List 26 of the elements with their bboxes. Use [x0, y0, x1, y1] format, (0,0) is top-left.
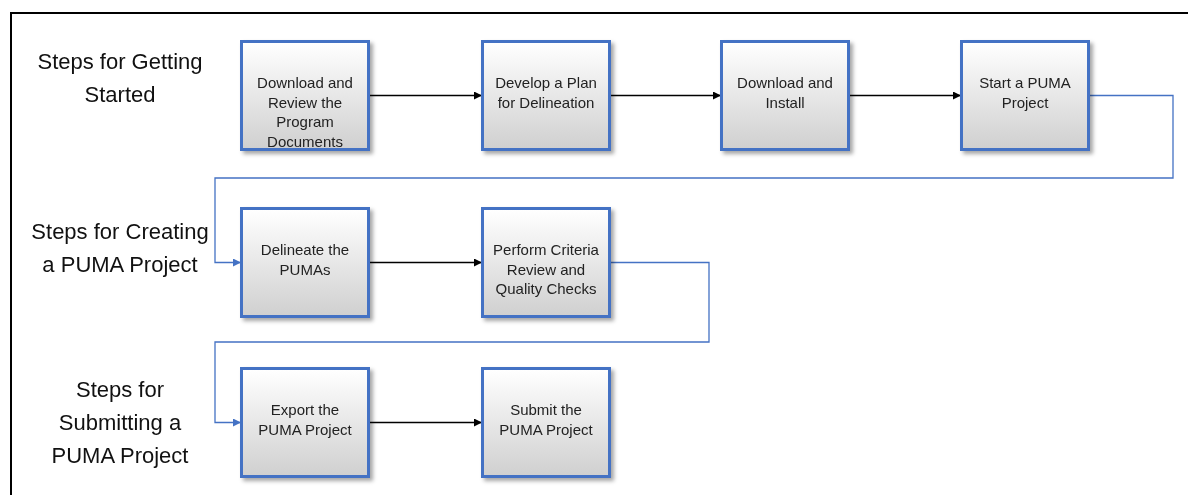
row-heading: Steps for Getting Started — [36, 48, 204, 109]
arrow — [849, 91, 961, 100]
process-box — [481, 40, 611, 151]
box-text: Develop a Plan for Delineation — [494, 73, 598, 113]
box-text: Download and Install — [736, 73, 834, 113]
arrow — [369, 91, 482, 100]
box-text: Delineate the PUMAs — [259, 240, 351, 280]
arrow — [610, 91, 721, 100]
row-heading: Steps for Submitting a PUMA Project — [50, 376, 190, 470]
process-box — [240, 207, 370, 318]
box-text: Submit the PUMA Project — [498, 400, 594, 440]
box-text: Export the PUMA Project — [257, 400, 353, 440]
process-box — [481, 207, 611, 318]
process-box — [960, 40, 1090, 151]
box-text: Download and Review the Program Documents — [256, 73, 354, 148]
arrow — [214, 94, 1174, 267]
process-box — [720, 40, 850, 151]
process-box — [481, 367, 611, 478]
arrow — [214, 261, 710, 427]
process-box — [240, 40, 370, 151]
box-text: Perform Criteria Review and Quality Checks — [492, 240, 600, 299]
process-box — [240, 367, 370, 478]
arrow — [369, 258, 482, 267]
arrow — [369, 418, 482, 427]
row-heading: Steps for Creating a PUMA Project — [30, 218, 210, 279]
box-text: Start a PUMA Project — [978, 73, 1072, 113]
